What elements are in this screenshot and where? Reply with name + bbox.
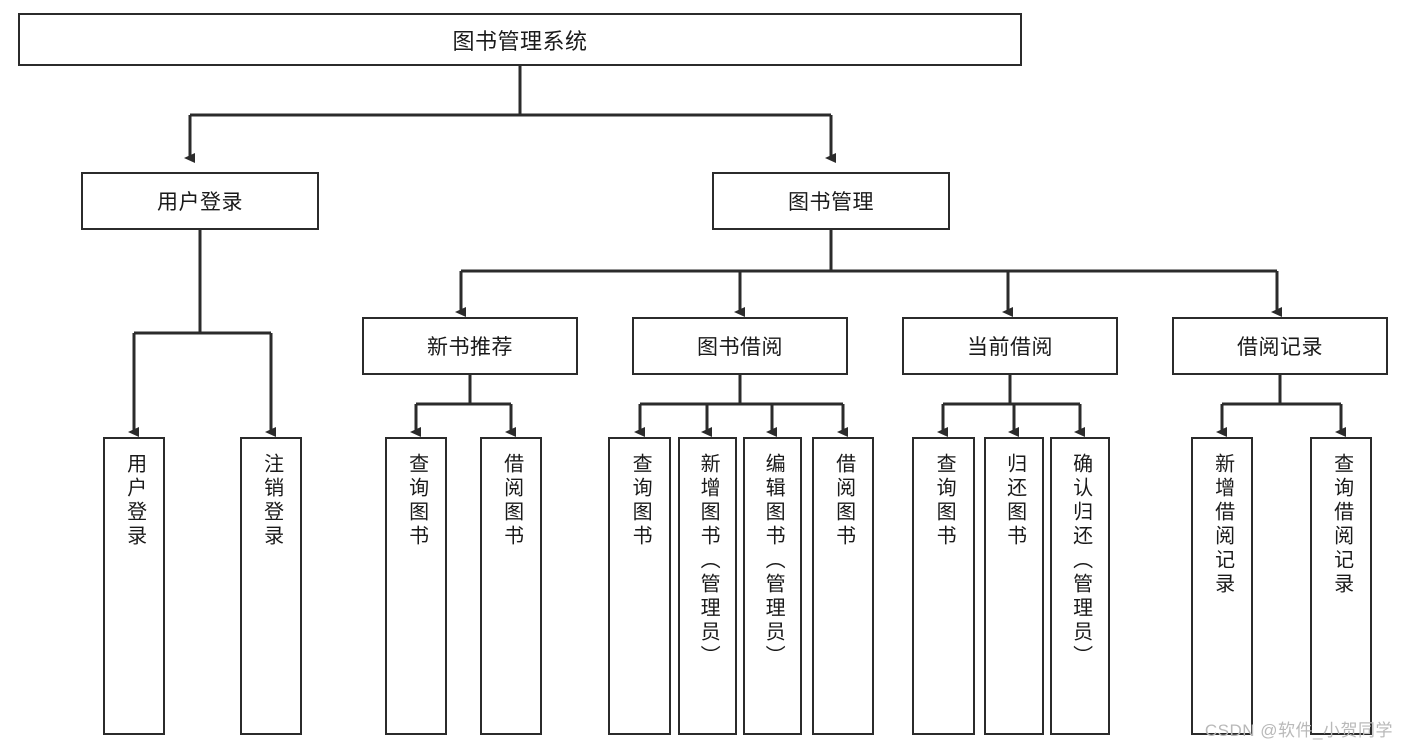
node-book-management[interactable]: 图书管理 <box>712 172 950 230</box>
leaf-label: 查询借阅记录 <box>1330 453 1353 597</box>
leaf-current-query-book[interactable]: 查询图书 <box>912 437 975 735</box>
leaf-label: 查询图书 <box>405 453 428 549</box>
leaf-borrow-borrow-book[interactable]: 借阅图书 <box>812 437 874 735</box>
node-user-login-label: 用户登录 <box>157 191 243 214</box>
leaf-borrow-edit-book-admin[interactable]: 编辑图书（管理员） <box>743 437 802 735</box>
node-root-label: 图书管理系统 <box>452 28 588 54</box>
node-new-book-recommend-label: 新书推荐 <box>427 336 513 359</box>
node-root[interactable]: 图书管理系统 <box>18 13 1022 66</box>
leaf-recommend-query-book[interactable]: 查询图书 <box>385 437 447 735</box>
leaf-label: 编辑图书（管理员） <box>762 453 785 669</box>
watermark: CSDN @软件_小贺同学 <box>1204 721 1393 740</box>
node-current-borrow-label: 当前借阅 <box>967 336 1053 359</box>
leaf-user-login-signin[interactable]: 用户登录 <box>103 437 165 735</box>
leaf-label: 归还图书 <box>1003 453 1026 549</box>
leaf-current-return-book[interactable]: 归还图书 <box>984 437 1044 735</box>
leaf-recommend-borrow-book[interactable]: 借阅图书 <box>480 437 542 735</box>
node-borrow-record[interactable]: 借阅记录 <box>1172 317 1388 375</box>
leaf-current-confirm-return-admin[interactable]: 确认归还（管理员） <box>1050 437 1110 735</box>
leaf-label: 查询图书 <box>629 453 652 549</box>
leaf-label: 用户登录 <box>123 453 146 549</box>
leaf-label: 确认归还（管理员） <box>1069 453 1092 669</box>
leaf-record-query-record[interactable]: 查询借阅记录 <box>1310 437 1372 735</box>
node-new-book-recommend[interactable]: 新书推荐 <box>362 317 578 375</box>
leaf-label: 新增图书（管理员） <box>697 453 720 669</box>
node-book-management-label: 图书管理 <box>788 191 874 214</box>
leaf-borrow-add-book-admin[interactable]: 新增图书（管理员） <box>678 437 737 735</box>
node-book-borrow-label: 图书借阅 <box>697 336 783 359</box>
leaf-user-login-signout[interactable]: 注销登录 <box>240 437 302 735</box>
leaf-label: 借阅图书 <box>832 453 855 549</box>
leaf-label: 借阅图书 <box>500 453 523 549</box>
leaf-label: 查询图书 <box>933 453 956 549</box>
node-user-login[interactable]: 用户登录 <box>81 172 319 230</box>
leaf-record-add-record[interactable]: 新增借阅记录 <box>1191 437 1253 735</box>
leaf-label: 新增借阅记录 <box>1211 453 1234 597</box>
leaf-borrow-query-book[interactable]: 查询图书 <box>608 437 671 735</box>
node-borrow-record-label: 借阅记录 <box>1237 336 1323 359</box>
node-current-borrow[interactable]: 当前借阅 <box>902 317 1118 375</box>
leaf-label: 注销登录 <box>260 453 283 549</box>
node-book-borrow[interactable]: 图书借阅 <box>632 317 848 375</box>
